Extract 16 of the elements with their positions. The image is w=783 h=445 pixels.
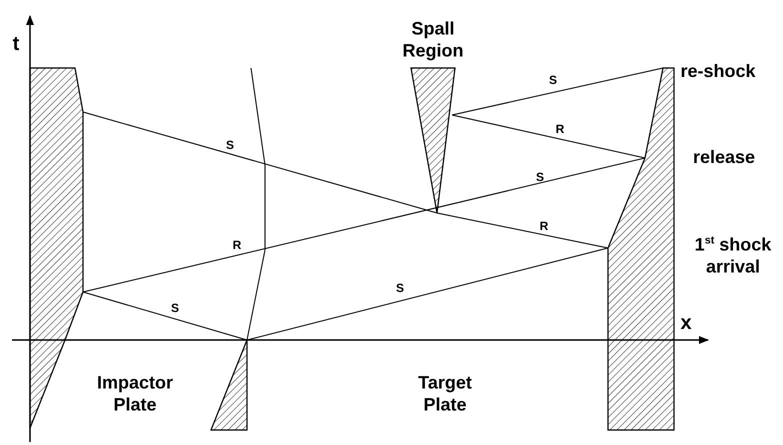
- wave-label: S: [171, 300, 179, 316]
- axis-label: t: [12, 32, 20, 56]
- region-label: Spall Region: [402, 18, 464, 62]
- event-label: release: [692, 147, 756, 169]
- wave-label: S: [536, 170, 544, 184]
- wave-label: R: [232, 238, 242, 252]
- wave-label: S: [226, 138, 234, 152]
- event-label: re-shock: [680, 61, 756, 83]
- axis-label: x: [680, 311, 692, 335]
- wave-label: S: [549, 72, 557, 88]
- wave-label: R: [540, 218, 548, 234]
- plate-label: Impactor Plate: [96, 372, 174, 416]
- wave-label: R: [556, 122, 564, 136]
- wave-label: S: [396, 280, 404, 296]
- event-label: 1$^{st}$ shock arrival: [694, 234, 772, 278]
- plate-label: Target Plate: [417, 372, 473, 416]
